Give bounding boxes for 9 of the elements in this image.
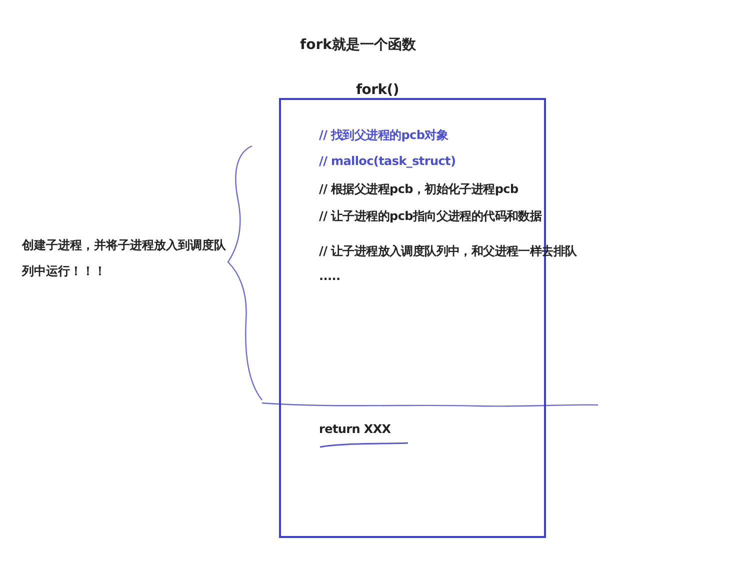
code-comment: // malloc(task_struct) xyxy=(319,154,456,168)
code-comment: // 让子进程的pcb指向父进程的代码和数据 xyxy=(319,208,542,225)
code-comment: // 找到父进程的pcb对象 xyxy=(319,127,448,144)
annotation-text: 创建子进程，并将子进程放入到调度队列中运行！！！ xyxy=(22,237,227,280)
return-statement: return XXX xyxy=(319,422,391,436)
title: fork就是一个函数 xyxy=(300,36,416,54)
code-comment: // 根据父进程pcb，初始化子进程pcb xyxy=(319,181,518,198)
ellipsis-text: ..... xyxy=(319,269,340,283)
function-heading: fork() xyxy=(356,82,399,98)
